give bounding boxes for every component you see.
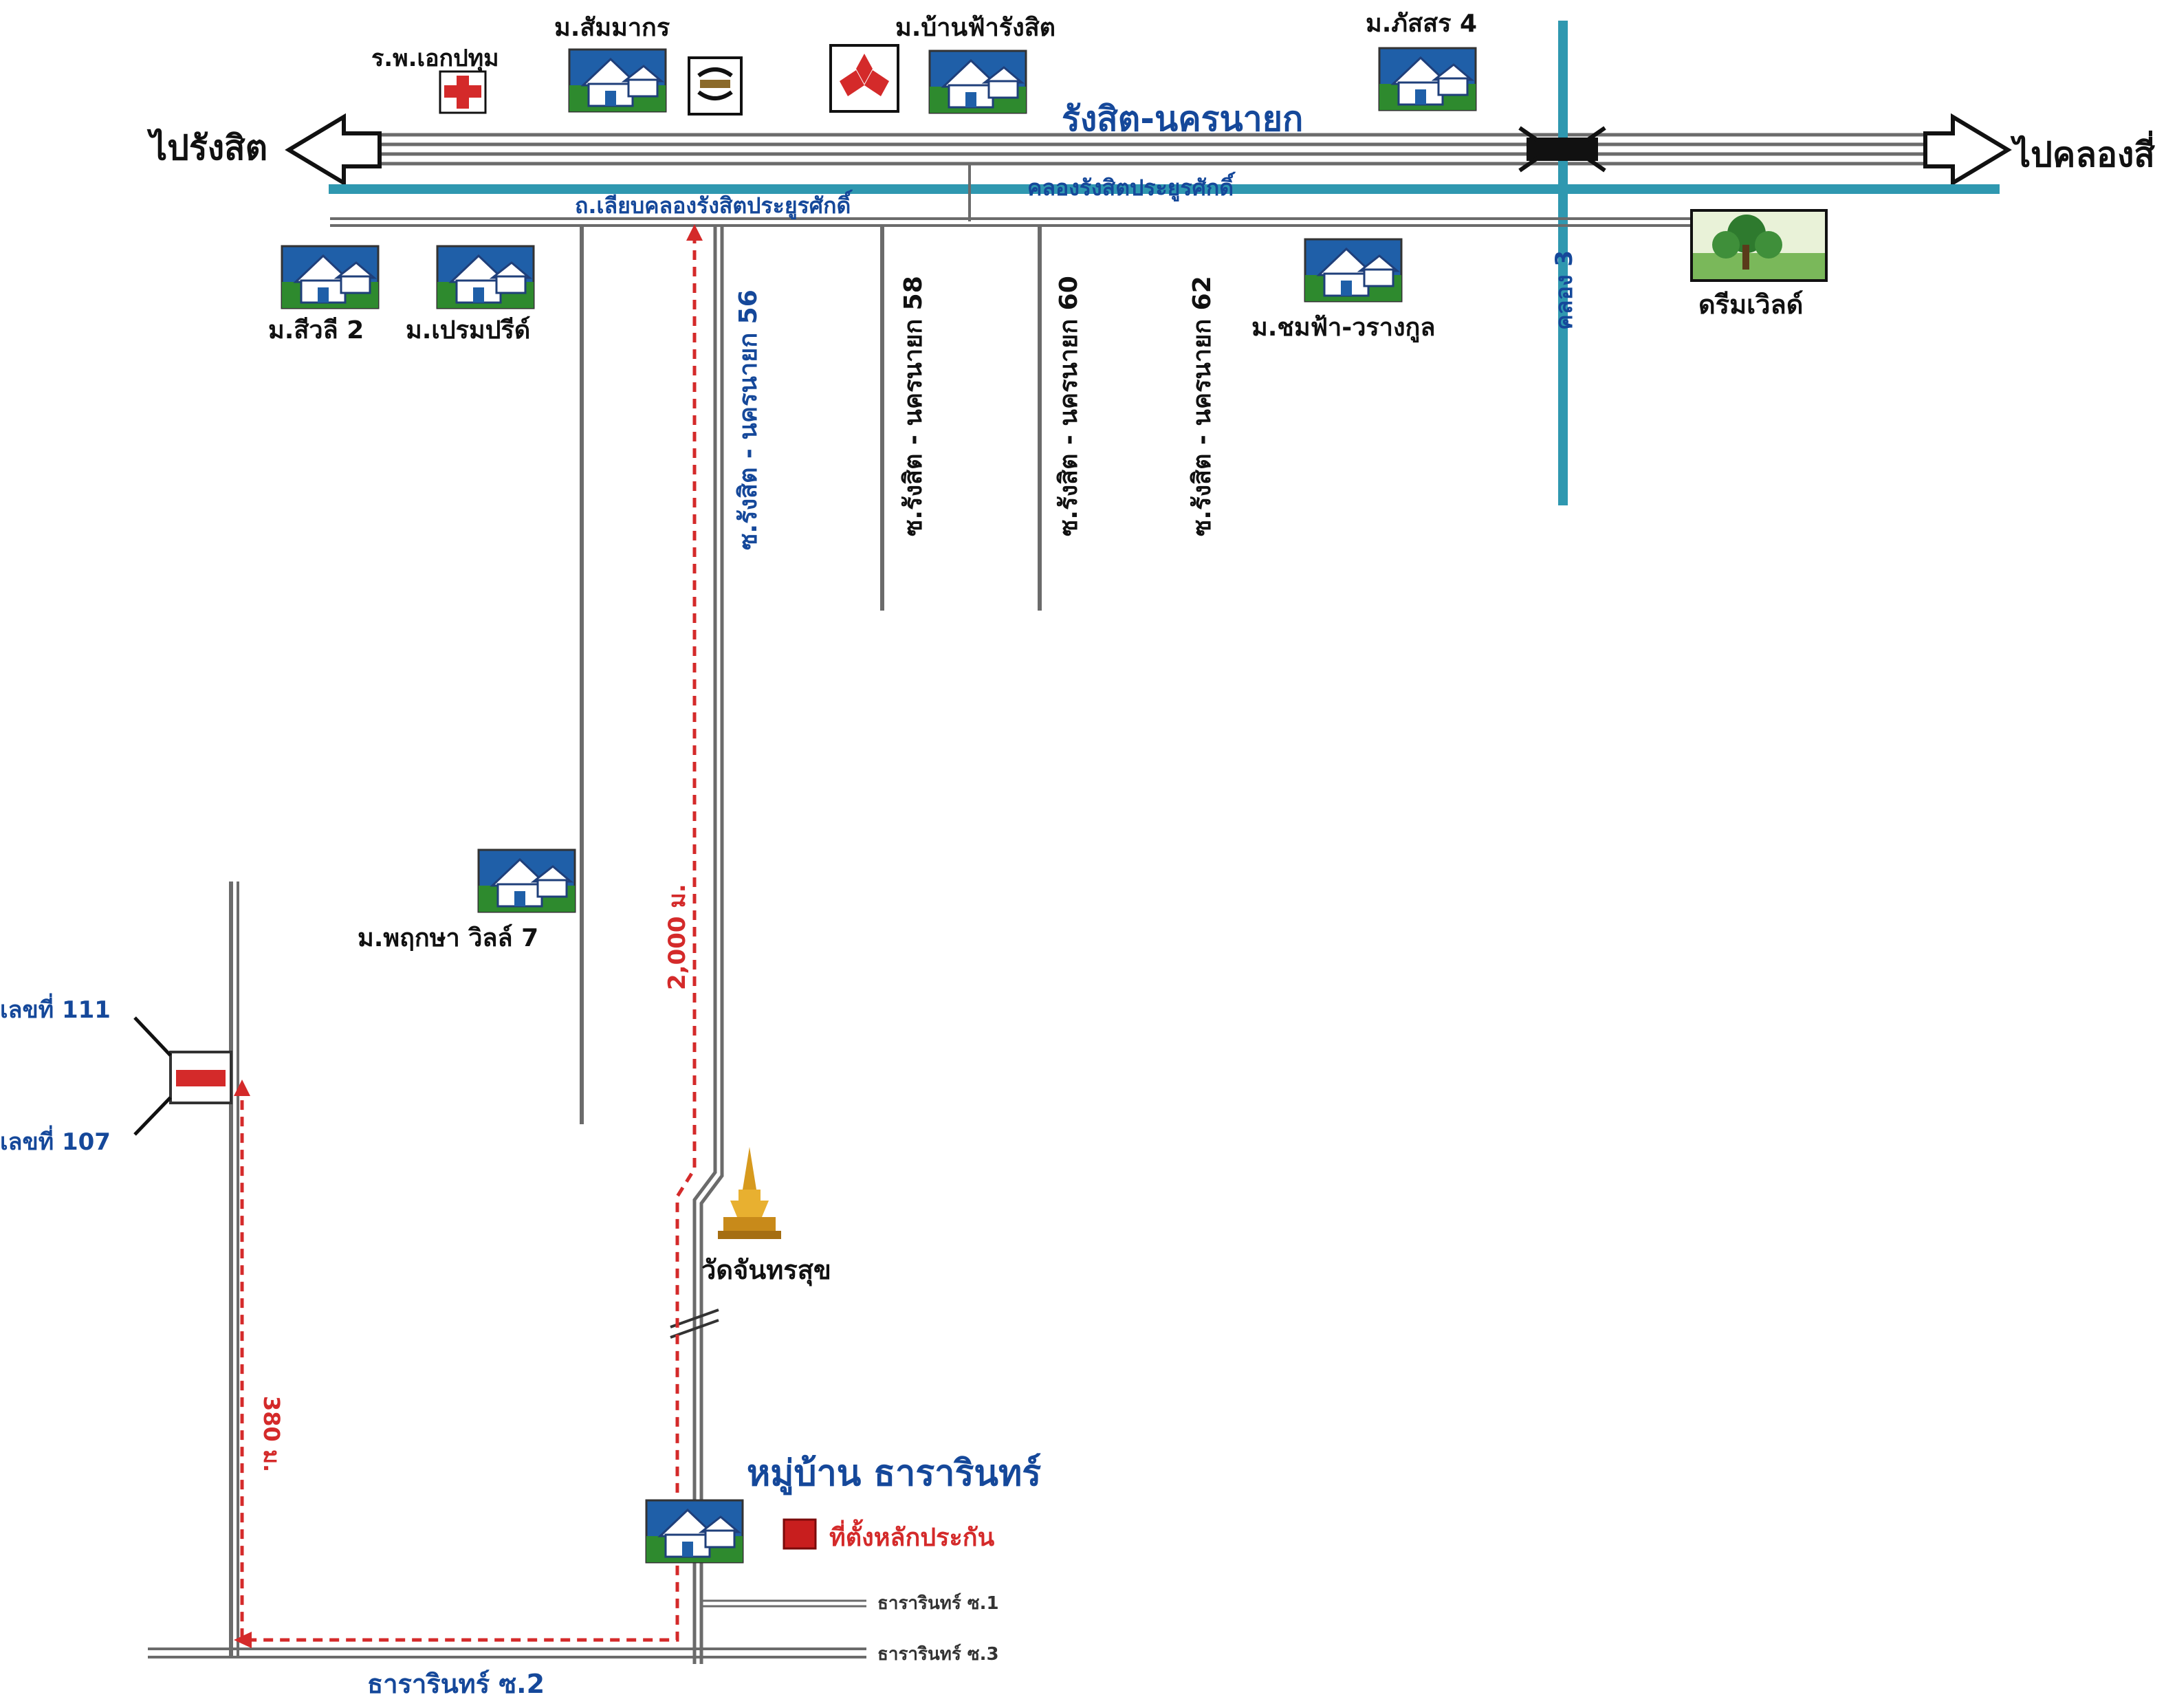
thararin-soi-3-label: ธารารินทร์ ซ.3: [877, 1643, 999, 1665]
banfa-label: ม.บ้านฟ้ารังสิต: [895, 14, 1055, 42]
thararin-soi-1-road: [701, 1599, 866, 1608]
bridge-icon: [1518, 126, 1606, 173]
village-icon: [645, 1499, 744, 1564]
soi-60-label: ซ.รังสิต - นครนายก 60: [1055, 276, 1083, 536]
main-highway: [378, 133, 1925, 166]
sammakorn-label: ม.สัมมากร: [554, 14, 670, 42]
to-rangsit-label: ไปรังสิต: [146, 128, 267, 168]
distance-380-label: 380 ม.: [259, 1396, 285, 1472]
soi-62-label: ซ.รังสิต - นครนายก 62: [1188, 276, 1216, 536]
collateral-marker-icon: [783, 1518, 817, 1550]
village-icon: [568, 48, 667, 113]
village-icon: [1378, 47, 1477, 111]
house-111-label: เลขที่ 111: [0, 993, 111, 1024]
canal-label: คลองรังสิตประยูรศักดิ์: [1027, 171, 1236, 202]
thararin-soi-2-label: ธารารินทร์ ซ.2: [367, 1669, 545, 1699]
siwalee-label: ม.สีวลี 2: [268, 316, 364, 344]
amusement-park-icon: [1690, 209, 1828, 282]
pruksa-label: ม.พฤกษา วิลล์ 7: [358, 923, 538, 952]
soi-56-label: ซ.รังสิต - นครนายก 56: [734, 289, 763, 550]
route-path: [234, 224, 703, 1648]
car-dealer-icon: [829, 44, 899, 113]
temple-icon: [718, 1147, 781, 1239]
village-icon: [477, 848, 576, 913]
hospital-icon: [439, 70, 487, 114]
arrow-right-icon: [1923, 113, 2012, 187]
canal-line: [329, 184, 2000, 194]
dreamworld-label: ดรีมเวิลด์: [1698, 289, 1803, 320]
distance-2000-label: 2,000 ม.: [664, 884, 691, 990]
chomfa-label: ม.ชมฟ้า-วรางกูล: [1251, 314, 1435, 343]
village-icon: [436, 245, 535, 309]
collateral-label: ที่ตั้งหลักประกัน: [829, 1519, 995, 1552]
temple-label: วัดจันทรสุข: [701, 1255, 831, 1287]
soi-58-label: ซ.รังสิต - นครนายก 58: [899, 276, 928, 536]
village-icon: [928, 50, 1027, 114]
bottom-road: [148, 1647, 866, 1658]
shop-logo-icon: [688, 56, 743, 116]
frontage-road-label: ถ.เลียบคลองรังสิตประยูรศักดิ์: [575, 189, 853, 220]
arrow-left-icon: [285, 113, 382, 187]
hospital-label: ร.พ.เอกปทุม: [371, 45, 499, 73]
phatsorn-label: ม.ภัสสร 4: [1366, 10, 1477, 38]
khlong-3-label: คลอง 3: [1551, 250, 1578, 330]
main-road-label: รังสิต-นครนายก: [1062, 99, 1303, 139]
house-marker: [133, 1016, 232, 1136]
prempree-label: ม.เปรมปรีด์: [406, 316, 530, 344]
house-107-label: เลขที่ 107: [0, 1125, 111, 1156]
thararin-soi-1-label: ธารารินทร์ ซ.1: [877, 1592, 999, 1614]
village-icon: [281, 245, 380, 309]
to-khlong4-label: ไปคลองสี่: [2010, 131, 2155, 175]
frontage-road: [330, 164, 1692, 227]
village-icon: [1304, 238, 1403, 303]
thararin-label: หมู่บ้าน ธารารินทร์: [747, 1453, 1041, 1496]
